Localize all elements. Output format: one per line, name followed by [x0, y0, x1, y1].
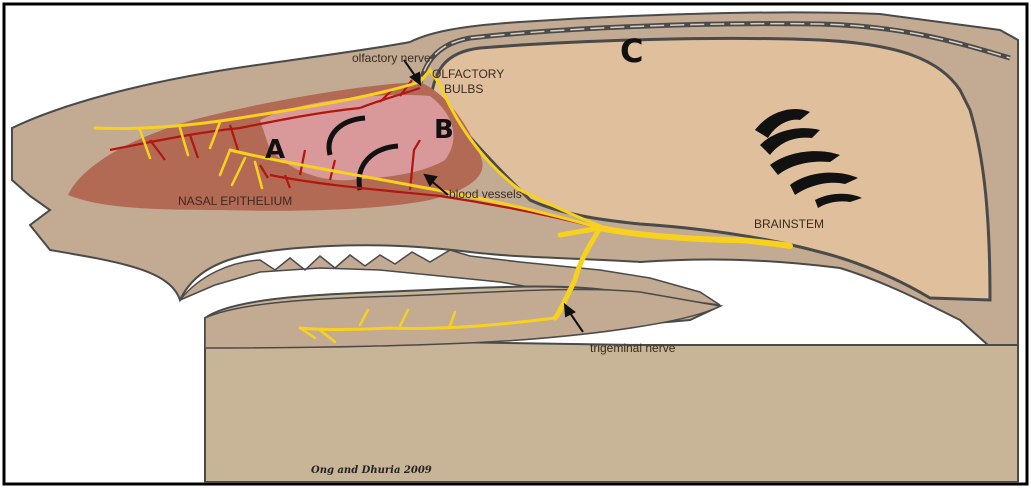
label-blood-vessels: blood vessels	[449, 187, 522, 201]
label-olfactory-bulbs-2: BULBS	[444, 82, 483, 96]
marker-a: A	[265, 135, 285, 165]
label-olfactory-nerve: olfactory nerve	[352, 51, 431, 65]
label-nasal-epithelium: NASAL EPITHELIUM	[178, 194, 292, 208]
credit: Ong and Dhuria 2009	[311, 465, 432, 476]
marker-c: C	[620, 32, 643, 70]
label-trigeminal-nerve: trigeminal nerve	[590, 341, 676, 355]
label-olfactory-bulbs-1: OLFACTORY	[432, 67, 504, 81]
marker-b: B	[434, 115, 454, 145]
label-brainstem: BRAINSTEM	[754, 217, 824, 231]
